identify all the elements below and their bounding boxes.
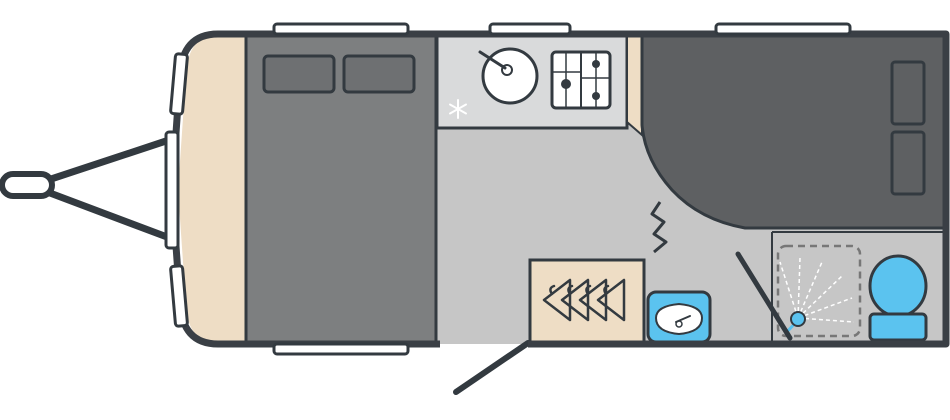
sink-basin <box>481 47 539 105</box>
windows <box>164 22 852 356</box>
window-front-bed-bottom <box>272 342 410 356</box>
window-front-bed-top <box>272 22 410 36</box>
shower-spray <box>779 257 855 323</box>
hob-burner-1 <box>561 79 571 89</box>
hitch-coupling <box>0 171 55 199</box>
front-wood-panel <box>178 34 248 344</box>
snowflake-icon <box>449 99 467 119</box>
window-front-middle <box>164 130 180 250</box>
wardrobe <box>528 258 646 344</box>
window-front-upper <box>169 52 189 116</box>
washroom-door <box>735 251 793 341</box>
rear-lounge-seat <box>640 32 948 230</box>
snowflake-arm-3 <box>449 103 467 115</box>
basin-icon <box>646 290 712 344</box>
hob-icon <box>550 50 612 110</box>
a-frame <box>38 134 179 244</box>
sink-tap <box>478 50 507 70</box>
partition-zigzag <box>650 201 668 254</box>
seat-cushion-upper <box>890 60 926 126</box>
hob-burner-3 <box>592 92 600 100</box>
basin-tap <box>675 315 691 323</box>
bed-pillow-left <box>262 54 336 94</box>
hob-burner-2 <box>592 60 600 68</box>
entrance-door <box>453 340 531 395</box>
bed-pillow-right <box>342 54 416 94</box>
counter-wood-edge <box>626 35 643 138</box>
window-lounge-top <box>714 22 852 36</box>
window-front-lower <box>169 264 189 328</box>
toilet-icon <box>868 254 928 342</box>
shower-head <box>790 311 806 327</box>
toilet-cistern <box>868 312 928 342</box>
shower-tray <box>776 244 862 338</box>
basin-bowl <box>654 302 704 336</box>
tow-hitch-icon <box>0 134 179 244</box>
seat-cushion-lower <box>890 130 926 196</box>
coat-hanger-icon <box>542 278 626 322</box>
window-kitchen-top <box>488 22 572 36</box>
sink-drain <box>501 64 513 76</box>
sink-icon <box>478 47 539 105</box>
toilet-bowl <box>868 254 928 318</box>
